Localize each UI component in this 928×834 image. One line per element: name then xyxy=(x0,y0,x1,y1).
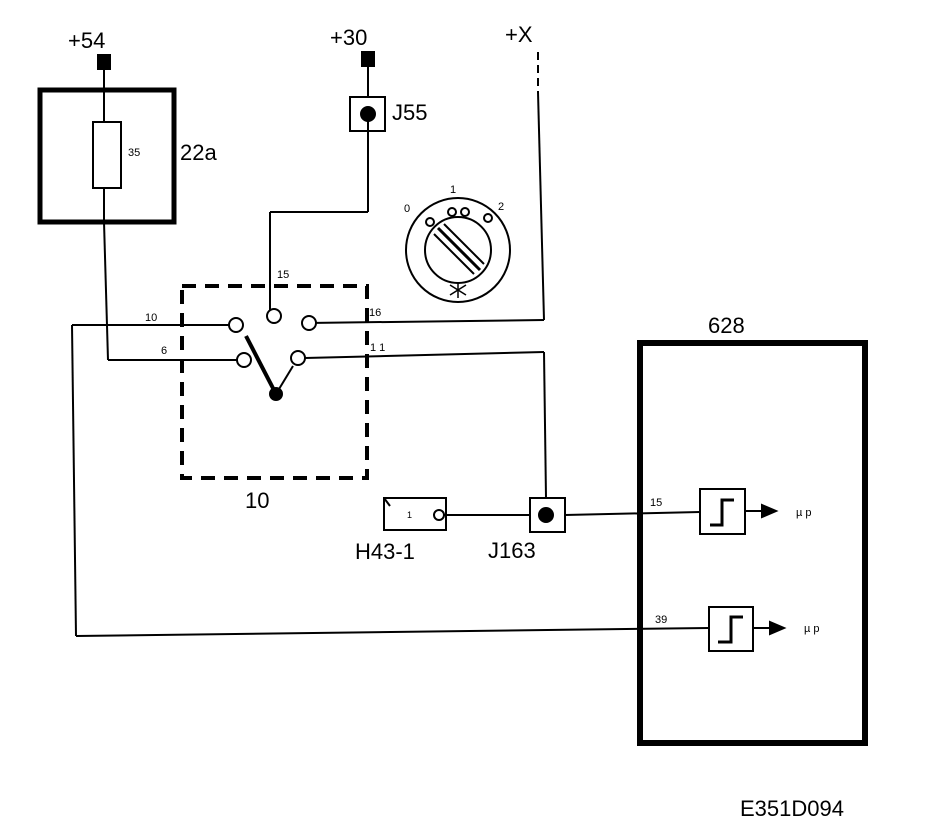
pin-6-label: 6 xyxy=(161,345,167,357)
switch-label: 10 xyxy=(245,488,269,513)
module-628 xyxy=(637,340,868,746)
pin-11-label: 1 1 xyxy=(370,342,385,354)
connector-j55-label: J55 xyxy=(392,100,427,125)
contact-11 xyxy=(290,350,306,366)
h43-pin-label: 1 xyxy=(407,510,412,520)
module-pin-39-label: 39 xyxy=(655,614,667,626)
fuse-box-22a xyxy=(37,87,177,225)
asterisk-icon xyxy=(449,282,467,298)
terminal-30-marker xyxy=(361,51,375,67)
terminal-30-label: +30 xyxy=(330,25,367,50)
pin-15-label: 15 xyxy=(277,269,289,281)
module-label: 628 xyxy=(708,313,745,338)
contact-16 xyxy=(301,315,317,331)
rotary-switch xyxy=(405,197,511,303)
rotary-pos-1: 1 xyxy=(450,184,456,196)
connector-j163-label: J163 xyxy=(488,538,536,563)
fuse-rating-label: 35 xyxy=(128,147,140,159)
contact-15 xyxy=(266,308,282,324)
fuse-element xyxy=(92,121,122,189)
pin-10-label: 10 xyxy=(145,312,157,324)
module-pin-15-label: 15 xyxy=(650,497,662,509)
switch-lever xyxy=(244,335,278,395)
output-2-label: µ p xyxy=(804,623,820,635)
terminal-x-label: +X xyxy=(505,22,533,47)
terminal-54-marker xyxy=(97,54,111,70)
fuse-box-label: 22a xyxy=(180,140,217,165)
contact-10 xyxy=(228,317,244,333)
contact-6 xyxy=(236,352,252,368)
rotary-pos-0: 0 xyxy=(404,203,410,215)
diagram-code: E351D094 xyxy=(740,796,844,821)
connector-h43-label: H43-1 xyxy=(355,539,415,564)
switch-10-box xyxy=(180,284,369,480)
pin-16-label: 16 xyxy=(369,307,381,319)
output-1-label: µ p xyxy=(796,507,812,519)
terminal-54-label: +54 xyxy=(68,28,105,53)
rotary-pos-2: 2 xyxy=(498,201,504,213)
